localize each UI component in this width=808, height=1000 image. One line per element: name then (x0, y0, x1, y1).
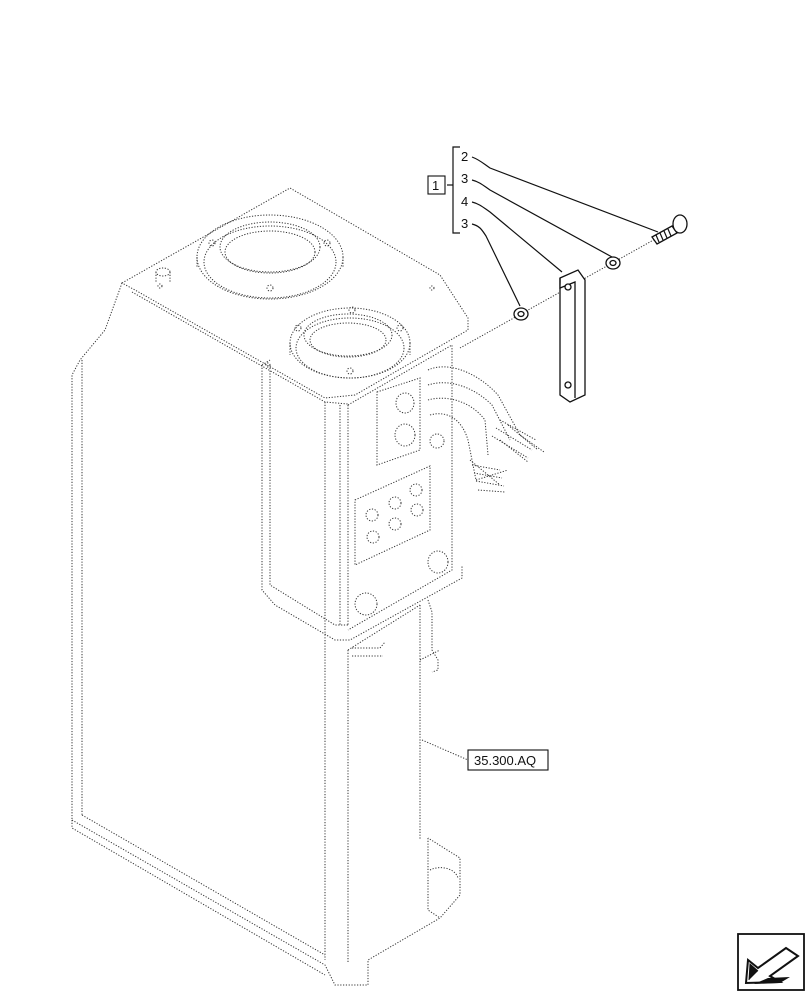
callout-bracket: 1 2 3 4 3 (427, 146, 659, 307)
callout-item-3a: 3 (461, 171, 468, 186)
leader-3a (471, 179, 613, 258)
bolt (651, 214, 688, 245)
reference-label[interactable]: 35.300.AQ (474, 753, 536, 768)
group-ref-box (427, 175, 446, 195)
callout-item-3b: 3 (461, 216, 468, 231)
leader-2 (471, 156, 659, 233)
callout-item-2: 2 (461, 149, 468, 164)
washer-lower (513, 307, 529, 321)
clamp-bar (559, 269, 586, 403)
leader-3b (471, 223, 521, 307)
washer-upper (605, 256, 621, 270)
leader-4 (471, 201, 563, 273)
hydraulic-tank-phantom (71, 187, 676, 986)
group-ref-label: 1 (432, 178, 439, 193)
callout-item-4: 4 (461, 194, 468, 209)
reference-callout[interactable]: 35.300.AQ (467, 749, 549, 771)
reference-box[interactable] (467, 749, 549, 771)
arrow-icon[interactable] (737, 933, 805, 991)
